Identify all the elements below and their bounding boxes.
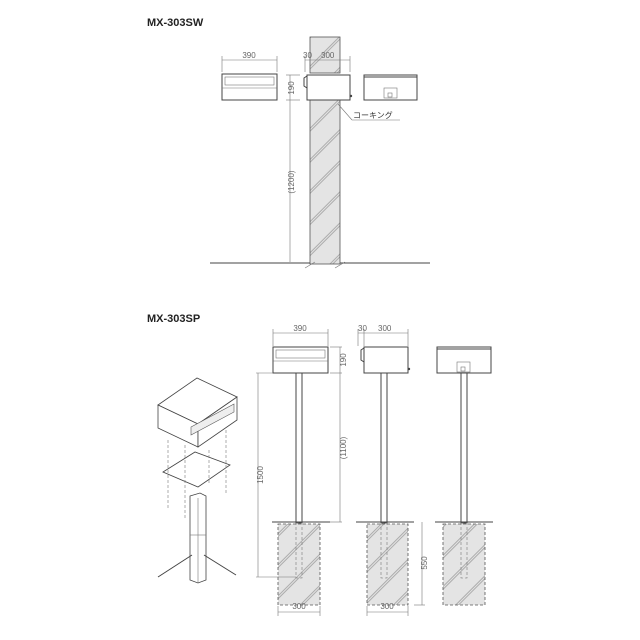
dim-side-depth: 300 [321,51,335,60]
dim-box-height: 190 [287,81,296,95]
section-title-sw: MX-303SW [147,17,204,29]
dim-embed-depth: 550 [420,556,429,570]
dim-sp-front-width: 390 [293,324,307,333]
dim-base-width-front: 300 [292,602,306,611]
sw-wall-section [210,36,430,269]
sp-front-view: 390 1500 190 (1100) 300 [256,324,348,616]
dim-base-width-side: 300 [380,602,394,611]
dim-sp-side-depth: 300 [378,324,392,333]
dim-side-offset: 30 [303,51,312,60]
dim-total-height: 1500 [256,466,265,484]
sw-back-view [363,74,418,101]
dim-sp-side-offset: 30 [358,324,367,333]
dim-pole-height: (1100) [339,436,348,459]
sp-isometric-view [157,377,238,584]
sp-side-view: 30 300 550 300 [356,324,429,616]
sp-back-view [435,346,493,606]
callout-caulking: コーキング [353,110,393,120]
dim-mount-height: (1200) [287,170,296,193]
dim-sp-box-height: 190 [339,353,348,367]
sw-side-view: 30 300 190 (1200) コーキング [286,51,400,262]
section-title-sp: MX-303SP [147,313,200,325]
sw-front-view: 390 [221,51,278,101]
dim-front-width: 390 [242,51,256,60]
